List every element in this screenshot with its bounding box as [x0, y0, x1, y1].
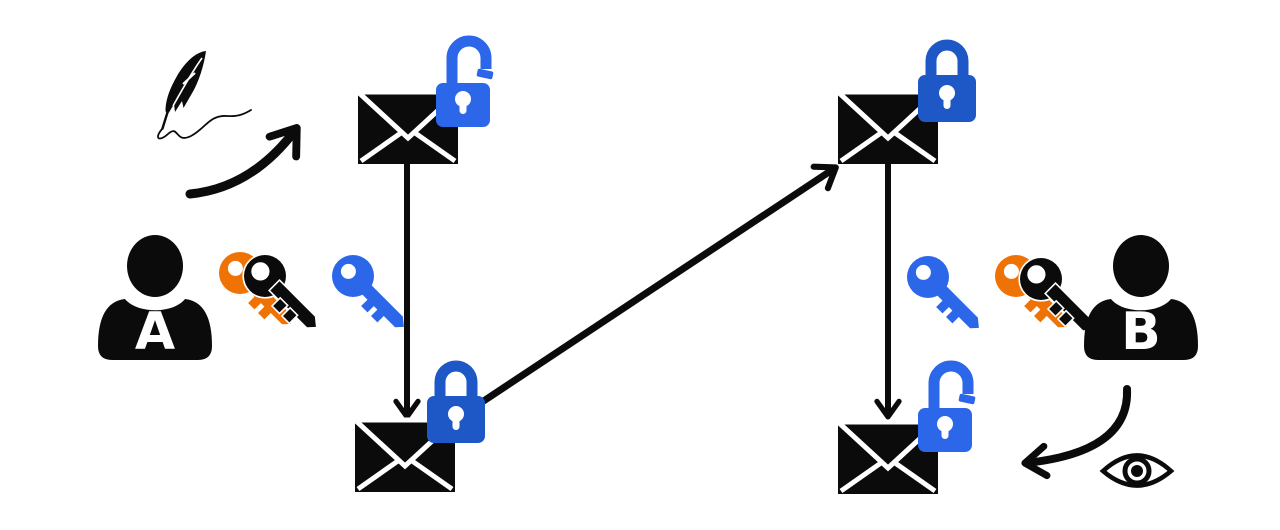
- padlock-open-icon-bottom-right: [918, 366, 976, 452]
- padlock-open-icon-top-left: [436, 41, 494, 127]
- quill-barb-cut: [182, 72, 196, 85]
- blue-key-icon-right: [898, 247, 994, 343]
- quill-icon: [157, 51, 252, 140]
- write-arrow: [185, 124, 301, 199]
- sender-label: A: [135, 302, 175, 362]
- eye-icon: [1099, 453, 1175, 488]
- recipient-label: B: [1121, 302, 1161, 362]
- recipient-avatar: B: [1084, 235, 1198, 362]
- diagonal-arrow: [468, 163, 839, 413]
- quill-stem: [161, 109, 170, 130]
- quill-signature-squiggle: [157, 109, 252, 140]
- eye-pupil: [1131, 465, 1143, 477]
- sender-keypair: [210, 243, 333, 344]
- sender-avatar: A: [98, 235, 212, 362]
- eye-iris: [1122, 456, 1152, 486]
- padlock-closed-icon-top-right: [918, 45, 976, 122]
- padlock-closed-icon-bottom-left: [427, 366, 485, 443]
- read-arrow: [1021, 385, 1132, 480]
- black-key-icon: [233, 244, 333, 344]
